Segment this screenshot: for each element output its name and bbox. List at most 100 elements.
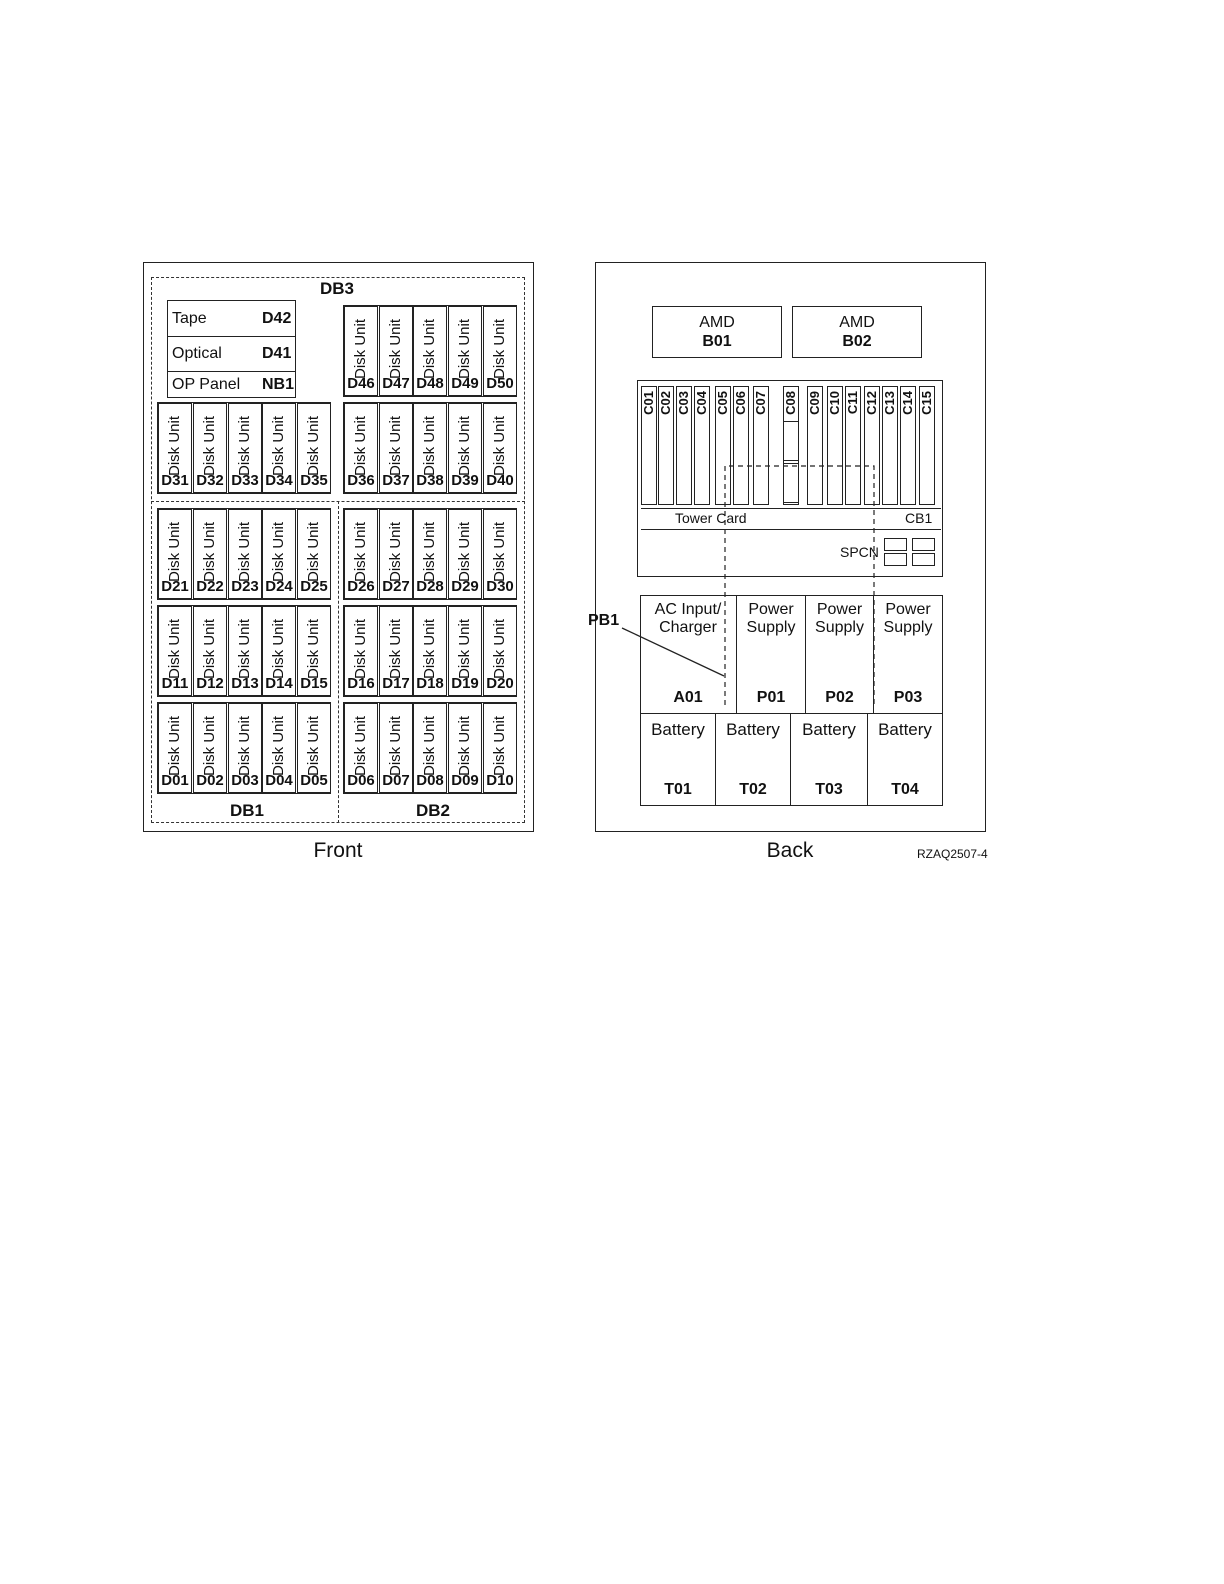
p03-line1: Power xyxy=(885,601,931,618)
disk-unit-id: D48 xyxy=(416,375,444,392)
tower-card-bar xyxy=(641,508,941,530)
t01-label: Battery xyxy=(651,720,705,739)
disk-unit-id: D16 xyxy=(347,675,375,692)
tower-card-label: Tower Card xyxy=(672,510,750,526)
disk-unit-id: D09 xyxy=(451,772,479,789)
power-battery-divider xyxy=(640,713,943,714)
disk-unit-id: D24 xyxy=(265,578,293,595)
disk-unit-id: D30 xyxy=(486,578,514,595)
c08-module xyxy=(783,421,799,461)
p01-line1: Power xyxy=(748,601,794,618)
card-slot-c01: C01 xyxy=(641,386,657,505)
disk-unit-id: D36 xyxy=(347,472,375,489)
card-slot-c14: C14 xyxy=(900,386,916,505)
front-caption: Front xyxy=(313,839,363,862)
disk-unit-id: D33 xyxy=(231,472,259,489)
disk-unit-id: D06 xyxy=(347,772,375,789)
disk-unit-id: D47 xyxy=(382,375,410,392)
disk-unit-id: D40 xyxy=(486,472,514,489)
card-slot-c13: C13 xyxy=(882,386,898,505)
card-slot-c12: C12 xyxy=(864,386,880,505)
amd-b02-name: AMD xyxy=(839,314,875,331)
battery-divider xyxy=(715,713,716,806)
figure-id: RZAQ2507-4 xyxy=(917,847,988,861)
cb1-label: CB1 xyxy=(902,510,936,526)
power-divider xyxy=(805,595,806,714)
a01-id: A01 xyxy=(673,689,703,706)
p01-id: P01 xyxy=(756,689,786,706)
tape-label: Tape xyxy=(172,310,207,327)
card-slot-c05: C05 xyxy=(715,386,731,505)
spcn-connector xyxy=(884,538,907,551)
battery-divider xyxy=(790,713,791,806)
disk-unit-id: D28 xyxy=(416,578,444,595)
db2-label: DB2 xyxy=(415,801,450,820)
t02-id: T02 xyxy=(739,781,767,798)
t01-id: T01 xyxy=(664,781,692,798)
op-panel-label: OP Panel xyxy=(172,376,241,393)
disk-unit-id: D46 xyxy=(347,375,375,392)
front-frame xyxy=(143,262,534,832)
optical-label: Optical xyxy=(172,345,222,362)
disk-unit-id: D50 xyxy=(486,375,514,392)
card-slot-c06: C06 xyxy=(733,386,749,505)
t04-id: T04 xyxy=(891,781,919,798)
disk-unit-id: D35 xyxy=(300,472,328,489)
disk-unit-id: D29 xyxy=(451,578,479,595)
disk-unit-id: D11 xyxy=(161,675,189,692)
disk-unit-id: D21 xyxy=(161,578,189,595)
disk-unit-id: D18 xyxy=(416,675,444,692)
disk-unit-id: D19 xyxy=(451,675,479,692)
disk-unit-id: D23 xyxy=(231,578,259,595)
disk-unit-id: D04 xyxy=(265,772,293,789)
media-divider xyxy=(167,371,296,372)
amd-b02 xyxy=(792,306,922,358)
tape-id: D42 xyxy=(262,310,292,327)
disk-unit-id: D20 xyxy=(486,675,514,692)
card-slot-c07: C07 xyxy=(753,386,769,505)
pb1-label: PB1 xyxy=(588,612,620,629)
a01-line2: Charger xyxy=(659,619,717,636)
card-slot-c02: C02 xyxy=(658,386,674,505)
p02-line1: Power xyxy=(816,601,863,618)
disk-unit-id: D14 xyxy=(265,675,293,692)
disk-unit-id: D39 xyxy=(451,472,479,489)
p02-id: P02 xyxy=(825,689,854,706)
disk-unit-id: D10 xyxy=(486,772,514,789)
power-block xyxy=(640,595,943,806)
disk-unit-id: D25 xyxy=(300,578,328,595)
amd-b01-id: B01 xyxy=(702,333,732,350)
battery-divider xyxy=(867,713,868,806)
t03-id: T03 xyxy=(815,781,843,798)
